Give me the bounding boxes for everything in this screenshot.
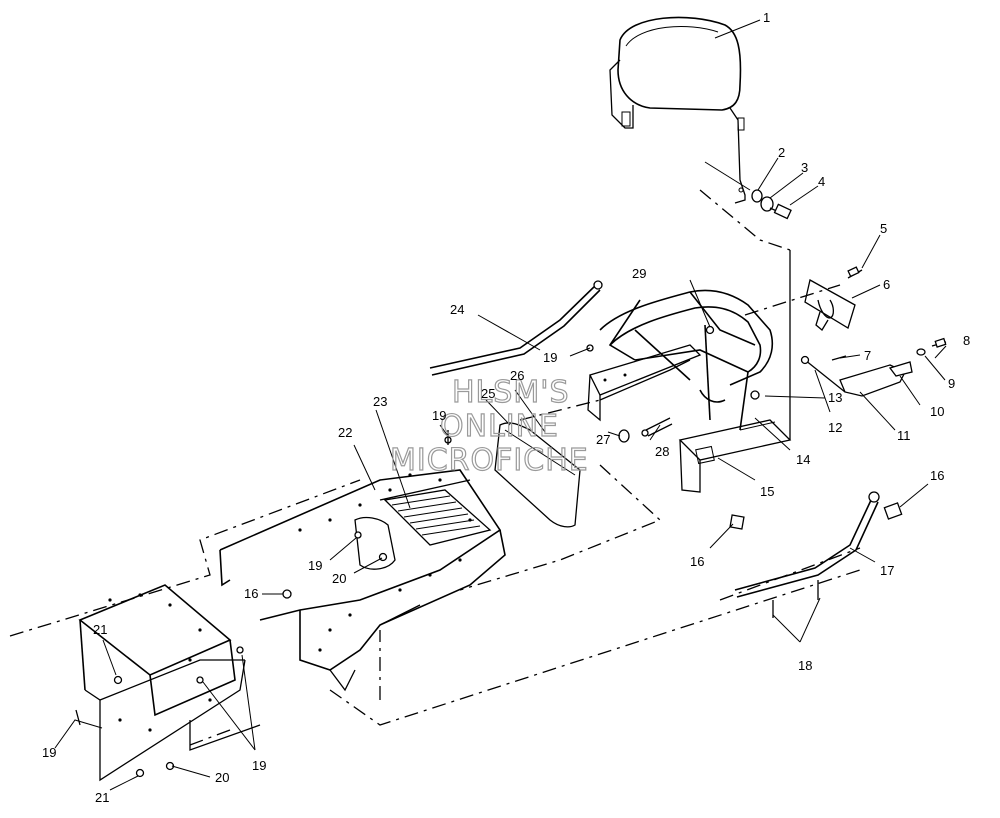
callout-27: 27	[596, 432, 610, 447]
callout-21-bottom: 21	[95, 790, 109, 805]
callout-8: 8	[963, 333, 970, 348]
callout-16-right: 16	[930, 468, 944, 483]
callout-2: 2	[778, 145, 785, 160]
callout-18: 18	[798, 658, 812, 673]
callout-14: 14	[796, 452, 810, 467]
watermark-line-3: MICROFICHE	[390, 443, 589, 478]
callout-23: 23	[373, 394, 387, 409]
callout-19-seat: 19	[308, 558, 322, 573]
callout-5: 5	[880, 221, 887, 236]
callout-7: 7	[864, 348, 871, 363]
callout-3: 3	[801, 160, 808, 175]
leader-lines	[54, 19, 947, 791]
callout-13: 13	[828, 390, 842, 405]
backrest	[609, 16, 746, 204]
callouts: 1 2 3 4 5 6 7 8 9 10 11 12 13 14 15 16 1…	[42, 10, 970, 805]
callout-26: 26	[510, 368, 524, 383]
callout-16-center: 16	[690, 554, 704, 569]
callout-19-bottom: 19	[252, 758, 266, 773]
callout-19-rack: 19	[543, 350, 557, 365]
callout-1: 1	[763, 10, 770, 25]
callout-22: 22	[338, 425, 352, 440]
callout-16-left: 16	[244, 586, 258, 601]
watermark: HLSM'S ONLINE MICROFICHE	[389, 374, 589, 478]
seat-frame	[219, 469, 506, 692]
callout-17: 17	[880, 563, 894, 578]
callout-29: 29	[632, 266, 646, 281]
watermark-line-2: ONLINE	[440, 409, 559, 444]
callout-20-bottom: 20	[215, 770, 229, 785]
callout-24: 24	[450, 302, 464, 317]
rack-support-bracket	[678, 250, 792, 493]
hinge-hardware	[800, 337, 947, 397]
support-rod	[429, 280, 603, 376]
callout-6: 6	[883, 277, 890, 292]
callout-28: 28	[655, 444, 669, 459]
fasteners	[75, 344, 745, 778]
tail-light	[804, 266, 863, 331]
callout-15: 15	[760, 484, 774, 499]
rack-brace	[587, 344, 702, 422]
callout-20-seat: 20	[332, 571, 346, 586]
callout-4: 4	[818, 174, 825, 189]
callout-21-top: 21	[93, 622, 107, 637]
callout-11: 11	[897, 428, 911, 443]
spring-and-washer	[618, 417, 673, 443]
watermark-line-1: HLSM'S	[452, 375, 570, 410]
callout-12: 12	[828, 420, 842, 435]
side-panel	[494, 422, 581, 528]
side-rod	[734, 491, 903, 618]
backrest-hardware	[704, 161, 792, 220]
callout-10: 10	[930, 404, 944, 419]
callout-9: 9	[948, 376, 955, 391]
callout-19-mid: 19	[432, 408, 446, 423]
callout-25: 25	[481, 386, 495, 401]
callout-19-left: 19	[42, 745, 56, 760]
reference-lines	[9, 189, 861, 746]
lower-storage-box	[78, 584, 261, 782]
seat-pad	[383, 489, 492, 546]
